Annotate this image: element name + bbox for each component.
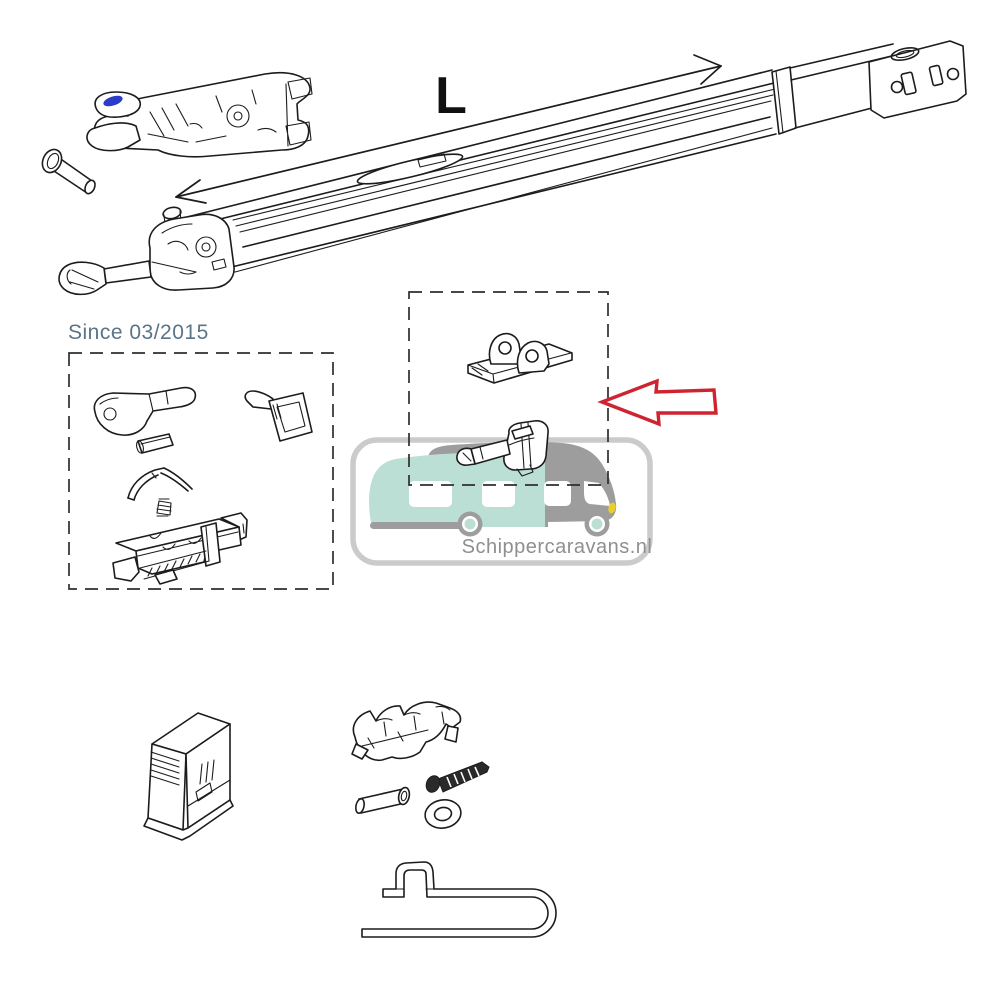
bracket-parts-box-group — [408, 291, 609, 486]
leaf-spring-part — [127, 467, 193, 501]
screw-part — [425, 761, 490, 793]
arm-end-bracket — [868, 40, 967, 119]
bracket-parts-box — [408, 291, 609, 486]
clip-bracket-part — [244, 390, 313, 442]
wall-bracket-part — [467, 332, 573, 384]
caravan-window-3 — [544, 481, 571, 506]
washer-part — [424, 799, 462, 829]
since-2015-group: Since 03/2015 — [68, 321, 334, 590]
clevis-pin-part — [41, 148, 96, 195]
blue-position-mark — [103, 95, 123, 107]
knuckle-hinge-part — [456, 420, 549, 477]
tension-hook-part — [361, 861, 557, 938]
watermark-text: Schippercaravans.nl — [462, 536, 653, 558]
caravan-window-1 — [409, 481, 452, 507]
axle-pin-part — [355, 786, 411, 814]
arm-slot-detail — [356, 153, 464, 185]
pin-sleeve-part — [136, 433, 174, 454]
length-label: L — [435, 67, 467, 125]
ground-strip — [370, 522, 462, 529]
awning-arm-assembly — [58, 40, 967, 296]
wheel-left — [457, 511, 483, 537]
caravan-window-2 — [482, 481, 515, 507]
end-cap-housing-part — [143, 712, 234, 841]
length-dimension-arrow: L — [175, 54, 722, 204]
arm-clevis-end — [58, 260, 152, 296]
saddle-bracket-part — [351, 701, 462, 762]
lock-body-part — [112, 512, 248, 585]
red-callout-arrow — [597, 378, 718, 427]
since-parts-box — [68, 352, 334, 590]
wheel-right — [584, 511, 610, 537]
headlight — [608, 502, 616, 514]
arm-collar — [771, 66, 797, 135]
schippercaravans-watermark: Schippercaravans.nl — [350, 437, 653, 566]
since-label: Since 03/2015 — [68, 321, 209, 344]
caravan-mint-body — [369, 452, 545, 527]
coil-spring-part — [156, 498, 172, 517]
shoulder-joint-part — [86, 72, 313, 158]
handle-lever-part — [93, 386, 197, 436]
cab-windshield — [584, 481, 610, 506]
arm-elbow-knuckle — [148, 206, 235, 291]
